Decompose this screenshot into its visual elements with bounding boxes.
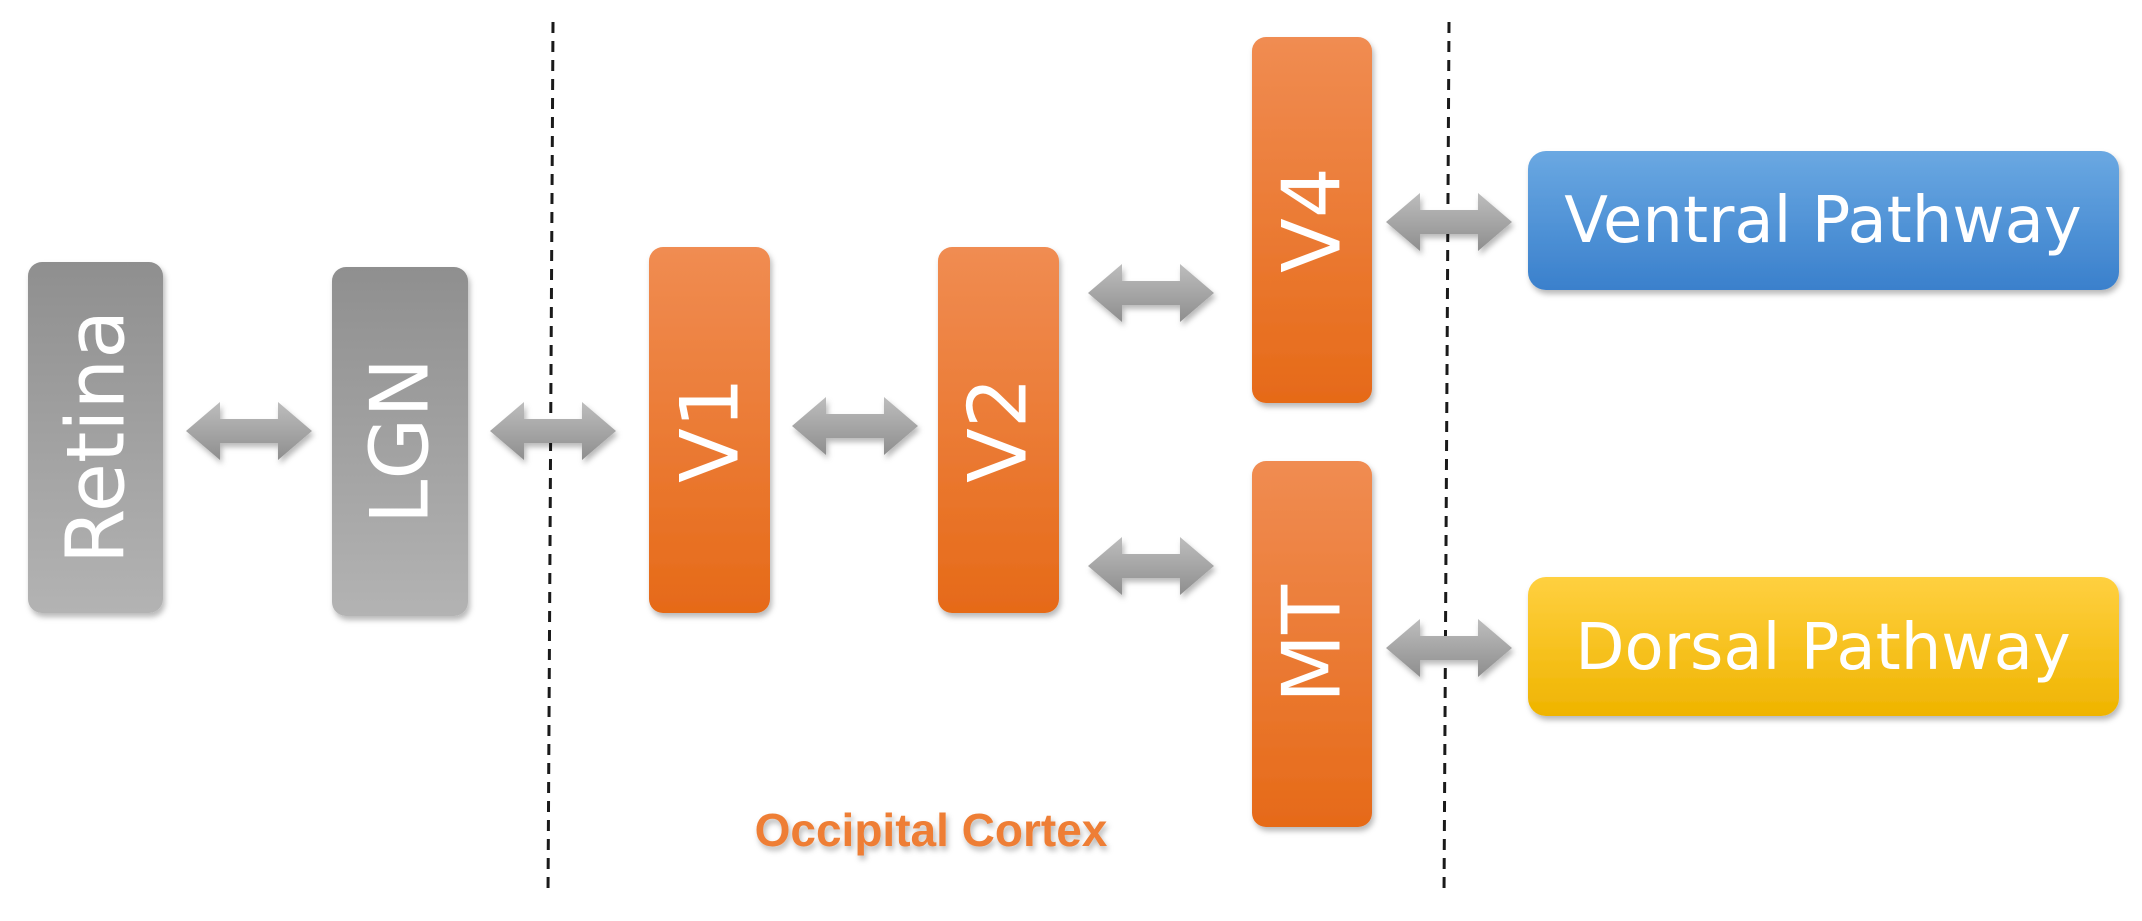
arrow-v1-v2 — [792, 397, 918, 455]
arrow-mt-dorsal — [1386, 619, 1512, 677]
lgn-label: LGN — [354, 358, 447, 524]
left-boundary-dashed-line — [546, 21, 555, 897]
v2-node: V2 — [938, 247, 1059, 613]
arrow-v2-mt — [1088, 537, 1214, 595]
right-boundary-dashed-line — [1442, 21, 1451, 897]
v2-label: V2 — [952, 377, 1045, 483]
arrow-retina-lgn — [186, 402, 312, 460]
occipital-cortex-label: Occipital Cortex — [755, 804, 1108, 856]
arrow-lgn-v1 — [490, 402, 616, 460]
v4-node: V4 — [1252, 37, 1372, 403]
arrow-v2-v4 — [1088, 264, 1214, 322]
retina-label: Retina — [50, 310, 143, 565]
v1-label: V1 — [664, 377, 757, 483]
v1-node: V1 — [649, 247, 770, 613]
ventral-pathway-node: Ventral Pathway — [1528, 151, 2119, 290]
dorsal-pathway-label: Dorsal Pathway — [1575, 611, 2070, 685]
mt-label: MT — [1266, 584, 1359, 703]
v4-label: V4 — [1266, 167, 1359, 273]
ventral-pathway-label: Ventral Pathway — [1564, 184, 2082, 258]
lgn-node: LGN — [332, 267, 468, 616]
dorsal-pathway-node: Dorsal Pathway — [1528, 577, 2119, 716]
retina-node: Retina — [28, 262, 163, 613]
mt-node: MT — [1252, 461, 1372, 827]
